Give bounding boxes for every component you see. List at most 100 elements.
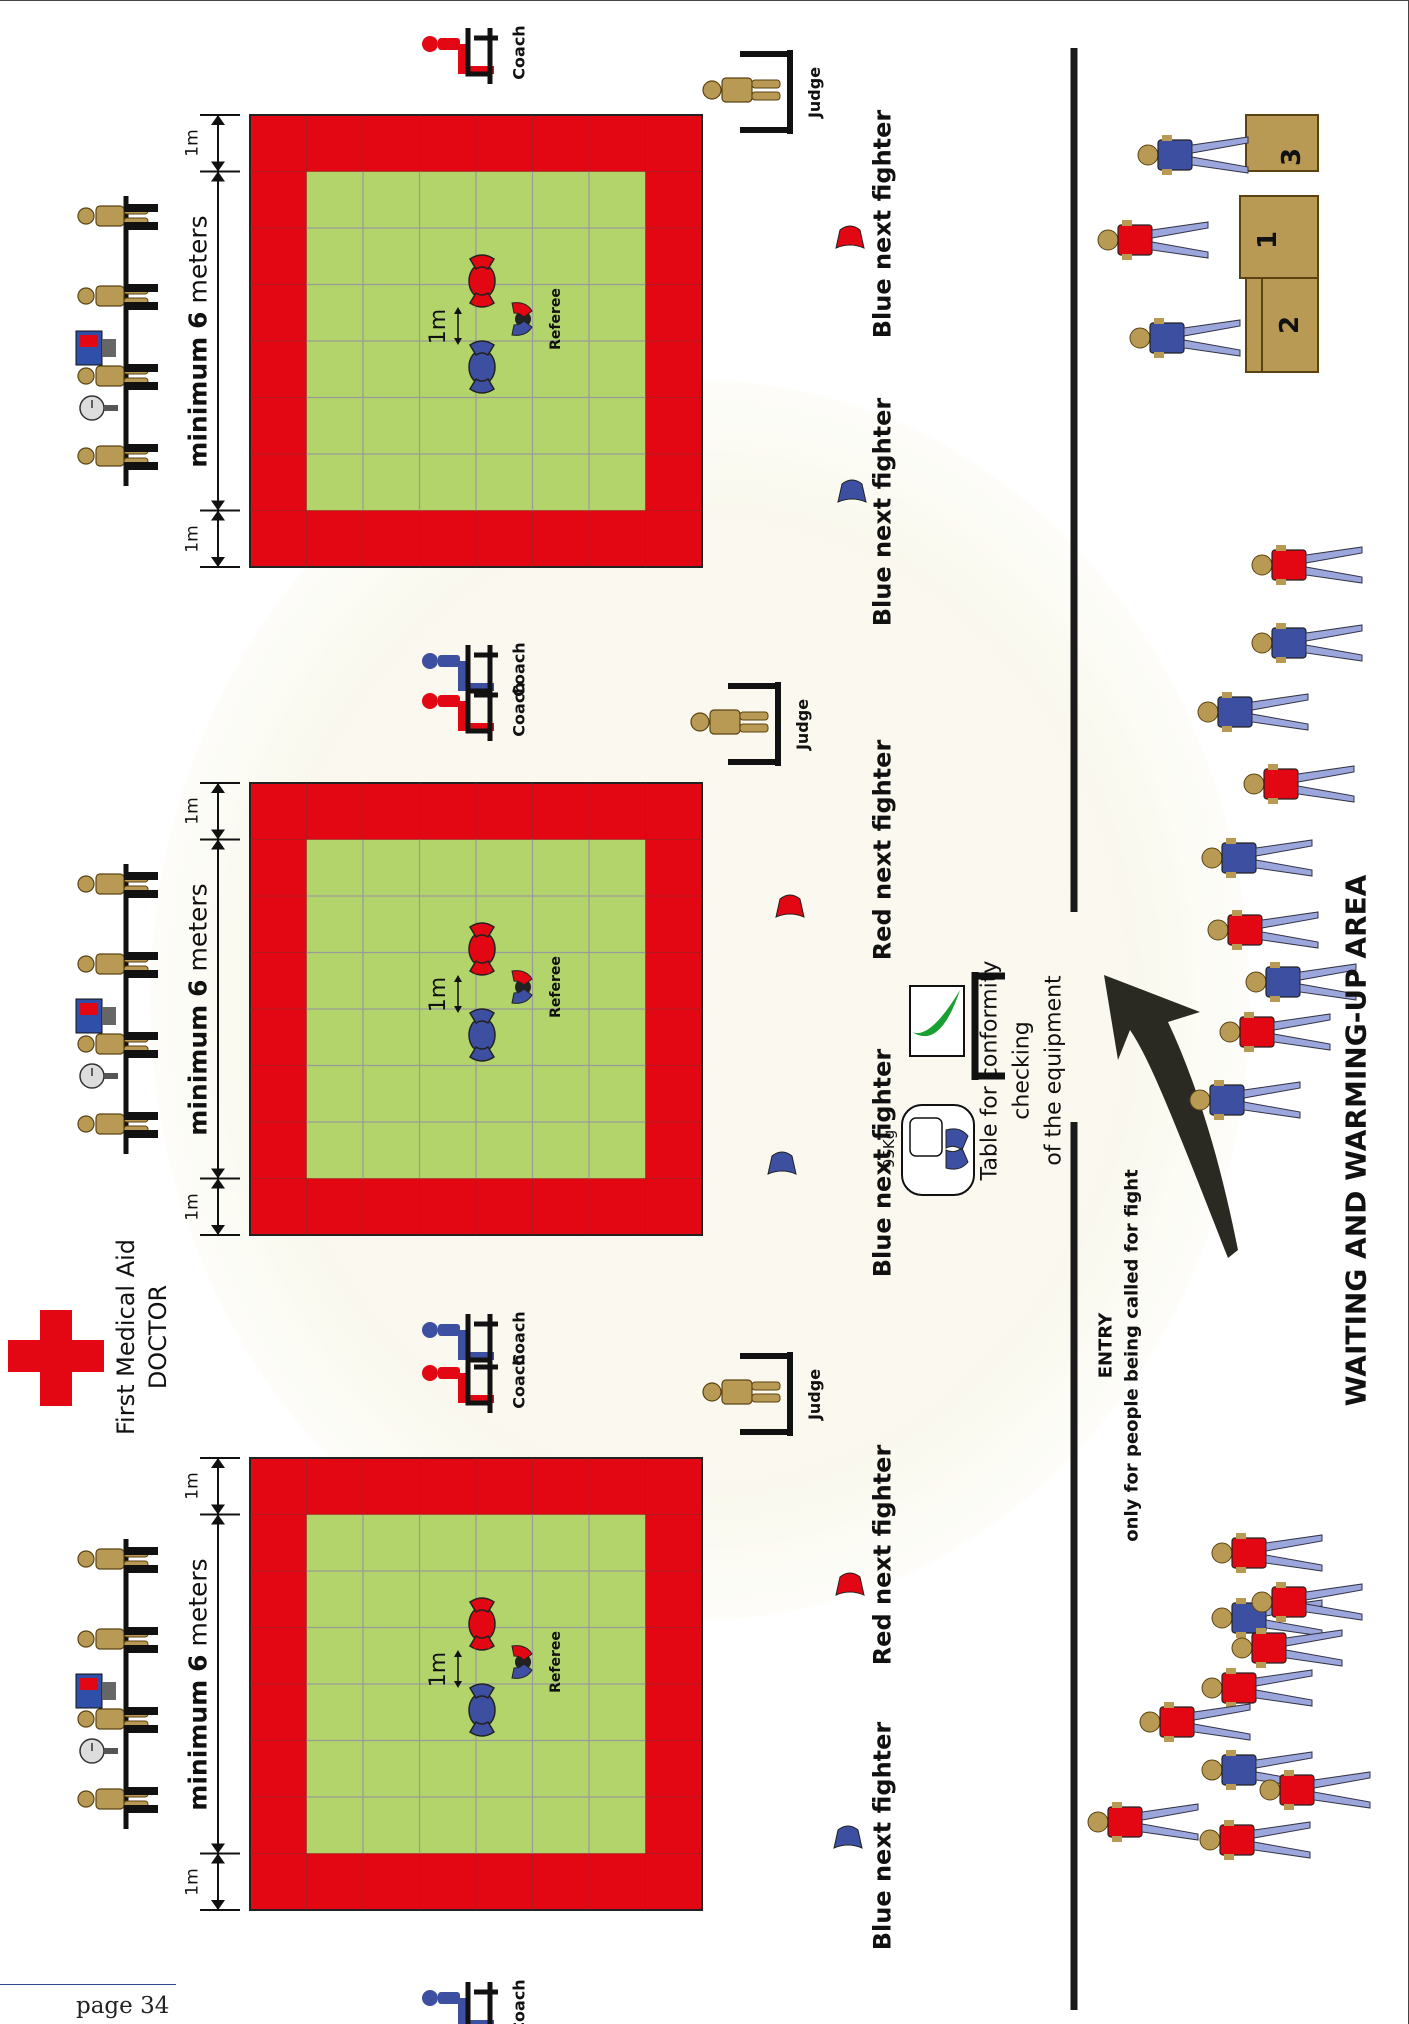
- ring-margin-label: 1m: [182, 130, 202, 157]
- coach-label: Coach: [510, 25, 529, 79]
- medical-cross-icon: [8, 1310, 104, 1406]
- entry-title: ENTRY: [1095, 1312, 1116, 1378]
- red-waiting-fighter: [1244, 764, 1354, 804]
- ring-size-label: minimum 6 meters: [184, 215, 213, 467]
- official-chair: [124, 364, 158, 372]
- scale-dial: [910, 1118, 942, 1156]
- blue-next-fighter-figure: [834, 1826, 862, 1848]
- dimension-arrow: [211, 1900, 225, 1910]
- podium-first-label: 1: [1253, 231, 1283, 249]
- table-label-line2: checking: [1010, 1021, 1035, 1119]
- dimension-arrow: [211, 1505, 225, 1515]
- waiting-area-title: WAITING AND WARMING-UP AREA: [1339, 874, 1372, 1406]
- distance-label: 1m: [426, 308, 451, 343]
- official-chair: [124, 1725, 158, 1733]
- ring-margin-label: 1m: [182, 1868, 202, 1895]
- blue-waiting-fighter: [1252, 623, 1362, 663]
- dimension-arrow: [211, 1515, 225, 1525]
- podium-second-label: 2: [1275, 316, 1305, 334]
- medical-label-line1: First Medical Aid: [112, 1239, 140, 1435]
- dimension-arrow: [211, 162, 225, 172]
- dimension-arrow: [211, 840, 225, 850]
- official-chair: [124, 1787, 158, 1795]
- red-waiting-fighter: [1088, 1802, 1198, 1842]
- red-next-fighter-figure: [776, 895, 804, 917]
- official-chair: [124, 1627, 158, 1635]
- blue-fighter: [469, 341, 495, 393]
- official-chair: [124, 284, 158, 292]
- dimension-arrow: [211, 511, 225, 521]
- official-chair: [124, 1130, 158, 1138]
- red-next-fighter-label: Red next fighter: [868, 1445, 896, 1666]
- official-chair: [124, 1565, 158, 1573]
- official-chair: [124, 970, 158, 978]
- referee-label: Referee: [548, 288, 564, 350]
- referee-label: Referee: [548, 956, 564, 1018]
- scoreboard-screen-icon: [76, 999, 116, 1033]
- official-chair: [124, 1050, 158, 1058]
- red-waiting-fighter: [1212, 1533, 1322, 1573]
- dimension-arrow: [211, 1169, 225, 1179]
- judge-label: Judge: [793, 698, 812, 749]
- coach-label: Coach: [510, 1354, 529, 1408]
- table-label-line3: of the equipment: [1042, 975, 1067, 1165]
- red-fighter: [469, 255, 495, 307]
- blue-next-fighter-figure: [838, 480, 866, 502]
- red-waiting-fighter: [1252, 545, 1362, 585]
- page-number: page 34: [0, 1984, 176, 2019]
- official-chair: [124, 382, 158, 390]
- blue-waiting-fighter: [1198, 692, 1308, 732]
- blue-waiting-fighter: [1190, 1080, 1300, 1120]
- official-chair: [124, 952, 158, 960]
- dimension-arrow: [211, 501, 225, 511]
- ring-margin-label: 1m: [182, 525, 202, 552]
- dimension-arrow: [211, 830, 225, 840]
- dimension-arrow: [211, 115, 225, 125]
- referee-figure: [512, 303, 532, 336]
- scoreboard-screen-icon: [76, 1674, 116, 1708]
- red-next-fighter-label: Blue next fighter: [868, 110, 896, 339]
- blue-next-fighter-figure: [768, 1152, 796, 1174]
- red-next-fighter-figure: [836, 1573, 864, 1595]
- coach-label: Coach: [510, 1979, 529, 2024]
- official-chair: [124, 222, 158, 230]
- entry-subtitle: only for people being called for fight: [1122, 1169, 1143, 1541]
- dimension-arrow: [211, 1225, 225, 1235]
- red-waiting-fighter: [1220, 1012, 1330, 1052]
- dimension-arrow: [211, 1844, 225, 1854]
- red-next-fighter-figure: [836, 226, 864, 248]
- judge-label: Judge: [805, 66, 824, 117]
- blue-coach: [422, 1314, 498, 1370]
- blue-fighter: [469, 1009, 495, 1061]
- official-chair: [124, 1547, 158, 1555]
- official-chair: [124, 1805, 158, 1813]
- ring-margin-label: 1m: [182, 798, 202, 825]
- red-waiting-fighter: [1200, 1820, 1310, 1860]
- blue-waiting-fighter: [1202, 838, 1312, 878]
- blue-next-fighter-label: Blue next fighter: [868, 1722, 896, 1951]
- blue-waiting-fighter: [1138, 135, 1248, 175]
- distance-label: 1m: [426, 1651, 451, 1686]
- official-chair: [124, 1112, 158, 1120]
- medical-label-line2: DOCTOR: [144, 1285, 172, 1389]
- timer-clock-icon: [80, 396, 118, 420]
- blue-waiting-fighter: [1130, 318, 1240, 358]
- scale-weight-label: 95Kg: [880, 1130, 898, 1168]
- ring-size-label: minimum 6 meters: [184, 883, 213, 1135]
- official-chair: [124, 462, 158, 470]
- red-waiting-fighter: [1202, 1668, 1312, 1708]
- judge: [703, 50, 790, 134]
- official-chair: [124, 1645, 158, 1653]
- dimension-arrow: [211, 1179, 225, 1189]
- red-waiting-fighter: [1232, 1628, 1342, 1668]
- judge-label: Judge: [805, 1368, 824, 1419]
- ring-margin-label: 1m: [182, 1473, 202, 1500]
- dimension-arrow: [211, 1854, 225, 1864]
- official-chair: [124, 1707, 158, 1715]
- ring-margin-label: 1m: [182, 1193, 202, 1220]
- red-next-fighter-label: Red next fighter: [868, 740, 896, 961]
- blue-fighter: [469, 1684, 495, 1736]
- scoreboard-screen-icon: [76, 331, 116, 365]
- red-waiting-fighter: [1098, 220, 1208, 260]
